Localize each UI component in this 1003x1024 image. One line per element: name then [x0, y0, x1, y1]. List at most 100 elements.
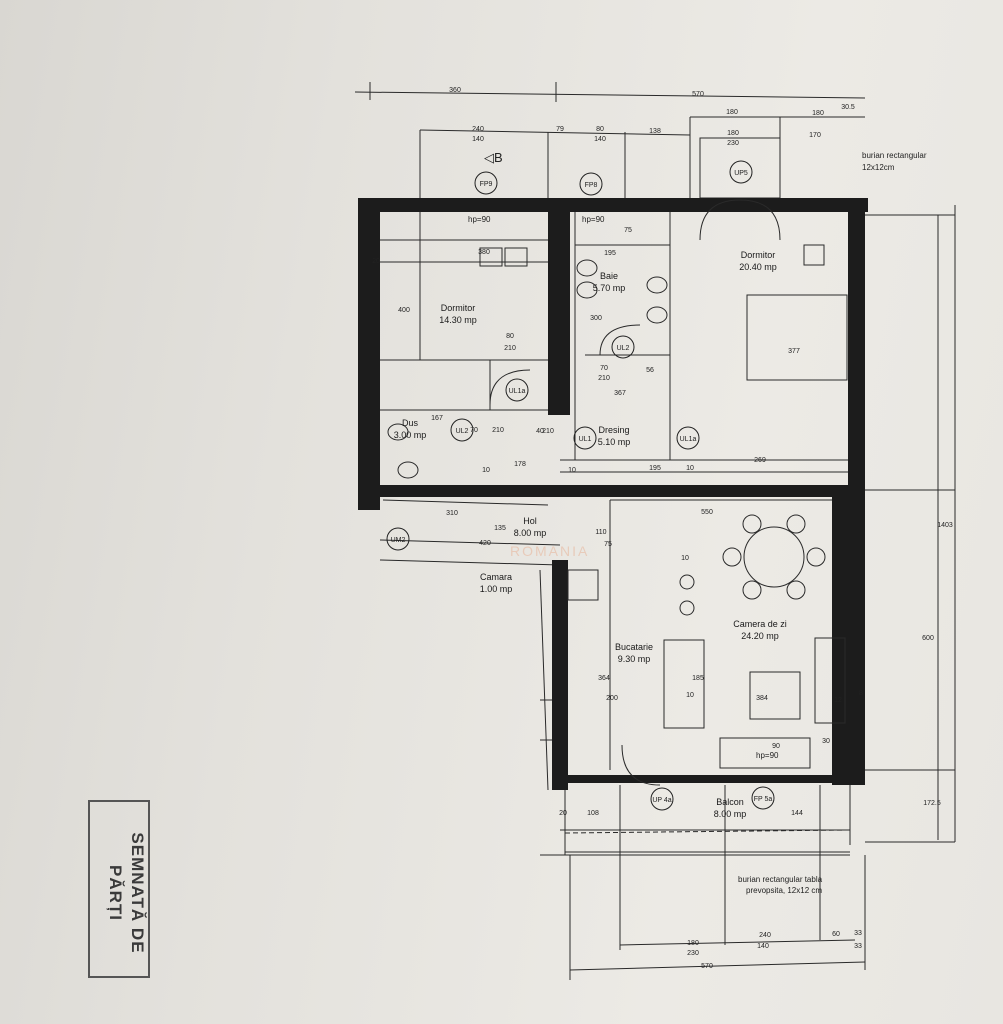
plan-line — [539, 569, 549, 791]
wall — [358, 198, 380, 510]
furniture-item — [567, 569, 599, 601]
annotation: hp=90 — [756, 751, 779, 760]
dimension-label: 570 — [701, 963, 713, 970]
room-area: 24.20 mp — [741, 631, 779, 641]
annotation: prevopsita, 12x12 cm — [746, 886, 822, 895]
dimension-label: 75 — [624, 227, 632, 234]
tag-circle — [611, 335, 635, 359]
dimension-label: 75 — [604, 541, 612, 548]
dimension-label: 210 — [492, 427, 504, 434]
dimension-label: 210 — [542, 428, 554, 435]
annotation: hp=90 — [582, 215, 605, 224]
room-area: 8.00 mp — [514, 528, 547, 538]
wall — [358, 198, 868, 212]
dimension-label: 200 — [606, 695, 618, 702]
furniture-item — [814, 637, 846, 724]
dimension-label: 10 — [686, 692, 694, 699]
room-name: Dormitor — [741, 250, 776, 260]
tag-label: UP 4a — [652, 797, 671, 804]
dimension-label: 210 — [504, 345, 516, 352]
section-marker: ◁B — [484, 150, 503, 165]
dimension-label: 79 — [556, 126, 564, 133]
dimension-label: 135 — [494, 525, 506, 532]
stamp-line-2: PĂRȚI — [106, 865, 125, 921]
tag-label: FP9 — [480, 181, 493, 188]
dimension-label: 185 — [692, 675, 704, 682]
annotation: hp=90 — [468, 215, 491, 224]
furniture-item — [749, 671, 801, 720]
dimension-label: 10 — [681, 555, 689, 562]
sanitary-fixture — [646, 276, 668, 294]
sanitary-fixture — [646, 306, 668, 324]
room-name: Hol — [523, 516, 537, 526]
bar-stool — [679, 600, 695, 616]
furniture-item — [803, 244, 825, 266]
dimension-label: 384 — [756, 695, 768, 702]
dimension-label: 140 — [594, 136, 606, 143]
dimension-label: 180 — [687, 940, 699, 947]
room-name: Camera de zi — [733, 619, 787, 629]
labels: Dormitor 14.30 mp Baie 5.70 mp Dormitor 20.40… — [372, 87, 953, 970]
dimension-label: 110 — [595, 529, 606, 536]
room-area: 8.00 mp — [714, 809, 747, 819]
room-name: Dormitor — [441, 303, 476, 313]
wall — [832, 485, 850, 785]
dimension-label: 80 — [506, 333, 514, 340]
dimension-label: 170 — [809, 132, 821, 139]
dimension-label: 30 — [822, 738, 830, 745]
room-name: Baie — [600, 271, 618, 281]
room-area: 3.00 mp — [394, 430, 427, 440]
dimension-label: 367 — [614, 390, 626, 397]
sanitary-fixture — [397, 461, 419, 479]
room-name: Bucatarie — [615, 642, 653, 652]
watermark: ROMANIA — [510, 543, 589, 559]
dimension-label: 108 — [587, 810, 599, 817]
dimension-label: 180 — [812, 110, 824, 117]
tag-circle — [386, 527, 410, 551]
dimension-label: 60 — [832, 931, 840, 938]
door-swing — [699, 199, 741, 241]
annotation: burian rectangular tabla — [738, 875, 823, 884]
room-area: 5.70 mp — [593, 283, 626, 293]
stamp-line-1: SEMNATĂ DE — [128, 832, 147, 954]
dimension-label: 195 — [604, 250, 616, 257]
signed-by-parties-stamp: SEMNATĂ DE PĂRȚI — [88, 800, 150, 978]
walls — [358, 198, 868, 790]
furniture-item — [719, 737, 811, 769]
dimension-label: 377 — [788, 348, 800, 355]
window-bay — [699, 137, 781, 199]
dimension-label: 70 — [600, 365, 608, 372]
room-area: 20.40 mp — [739, 262, 777, 272]
dimension-label: 80 — [596, 126, 604, 133]
dimension-label: 310 — [446, 510, 458, 517]
dimension-label: 180 — [727, 130, 739, 137]
room-area: 14.30 mp — [439, 315, 477, 325]
dimension-label: 8 — [859, 690, 863, 697]
wall — [848, 205, 865, 785]
furniture-item — [504, 247, 528, 267]
dimension-label: 20 — [559, 810, 567, 817]
tag-circle — [650, 787, 674, 811]
dimension-label: 1403 — [937, 522, 953, 529]
dimension-label: 360 — [449, 87, 461, 94]
furniture-item — [663, 639, 705, 729]
stamp-text: SEMNATĂ DE PĂRȚI — [94, 808, 148, 978]
door-swing — [739, 199, 781, 241]
tag-circle — [729, 160, 753, 184]
dimension-label: 420 — [479, 540, 491, 547]
door-swing — [599, 324, 641, 356]
plan-line — [379, 559, 561, 566]
tag-circle — [751, 786, 775, 810]
dimension-label: 56 — [646, 367, 654, 374]
dimension-label: 33 — [854, 943, 862, 950]
dining-chair — [786, 514, 806, 534]
dimension-label: 90 — [772, 743, 780, 750]
wall — [548, 205, 570, 415]
sanitary-fixture — [576, 259, 598, 277]
dining-chair — [722, 547, 742, 567]
annotation: 12x12cm — [862, 163, 895, 172]
dimension-label: 570 — [692, 91, 704, 98]
tag-label: UL2 — [617, 345, 630, 352]
plan-line — [419, 129, 691, 136]
tag-label: UL2 — [456, 428, 469, 435]
